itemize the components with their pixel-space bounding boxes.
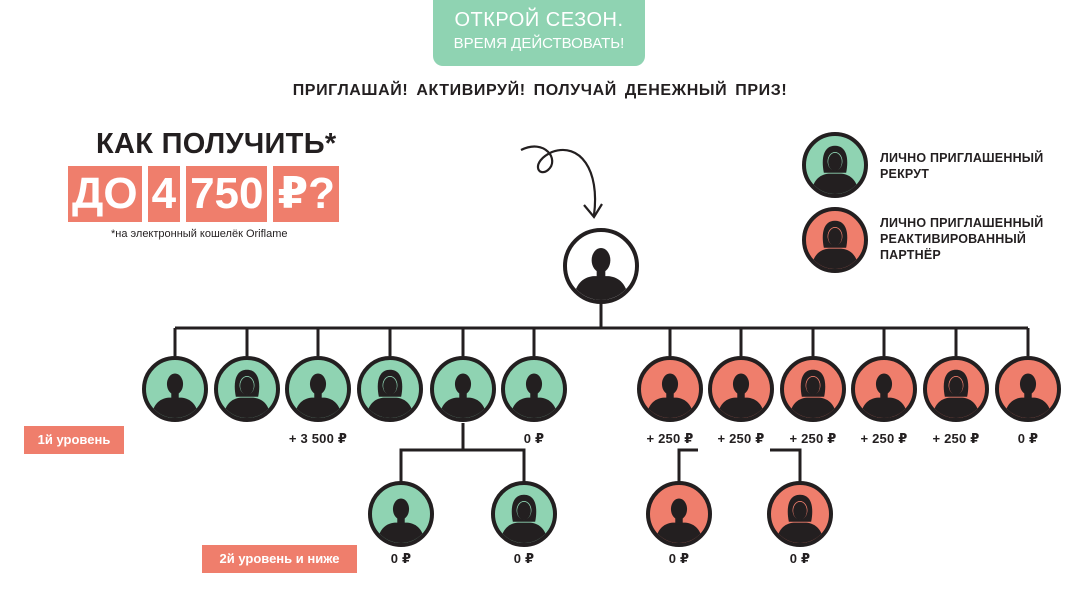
legend-green-avatar [802,132,868,198]
level1-reward-value: + 250 ₽ [789,431,837,446]
legend-line: ПАРТНЁР [880,248,941,262]
level1-reward-value: + 250 ₽ [717,431,765,446]
legend-coral-text: ЛИЧНО ПРИГЛАШЕННЫЙ РЕАКТИВИРОВАННЫЙ ПАРТ… [880,215,1043,263]
level2-reward-value: 0 ₽ [668,551,690,566]
level1-member-avatar [430,356,496,422]
arrow-head [583,203,603,219]
male-silhouette-icon [572,247,630,300]
level1-member-avatar [708,356,774,422]
season-badge: ОТКРОЙ СЕЗОН. ВРЕМЯ ДЕЙСТВОВАТЬ! [433,0,645,66]
level1-member-avatar [637,356,703,422]
amount-part: 4 [147,166,181,222]
level2-member-avatar [767,481,833,547]
footnote: *на электронный кошелёк Oriflame [111,228,288,240]
level-1-label: 1й уровень [24,426,124,454]
level1-member-avatar [285,356,351,422]
female-silhouette-icon [810,145,860,194]
root-avatar [563,228,639,304]
legend-line: РЕКРУТ [880,167,930,181]
level-2-label: 2й уровень и ниже [202,545,357,573]
prize-amount: ДО 4 750 ₽? [68,166,339,222]
level1-reward-value: 0 ₽ [523,431,545,446]
level1-reward-value: 0 ₽ [1017,431,1039,446]
level2-reward-value: 0 ₽ [789,551,811,566]
tagline: ПРИГЛАШАЙ! АКТИВИРУЙ! ПОЛУЧАЙ ДЕНЕЖНЫЙ П… [292,82,788,99]
level1-member-avatar [851,356,917,422]
level2-member-avatar [646,481,712,547]
connector-line [399,448,526,485]
amount-part: ДО [68,166,142,222]
connector-line [770,448,802,485]
legend-line: РЕАКТИВИРОВАННЫЙ [880,232,1027,246]
level2-member-avatar [368,481,434,547]
level2-reward-value: 0 ₽ [513,551,535,566]
level2-member-avatar [491,481,557,547]
level1-member-avatar [995,356,1061,422]
level1-member-avatar [142,356,208,422]
connector-line [677,448,698,485]
badge-title: ОТКРОЙ СЕЗОН. [454,9,624,31]
level1-reward-value: + 250 ₽ [646,431,694,446]
level1-member-avatar [780,356,846,422]
amount-part: ₽? [273,166,339,222]
pointer-arrow [520,145,597,216]
level1-reward-value: + 250 ₽ [860,431,908,446]
legend-coral-avatar [802,207,868,273]
legend-green-text: ЛИЧНО ПРИГЛАШЕННЫЙ РЕКРУТ [880,150,1043,182]
how-to-get-title: КАК ПОЛУЧИТЬ* [96,128,337,160]
legend-line: ЛИЧНО ПРИГЛАШЕННЫЙ [880,151,1044,165]
level1-member-avatar [357,356,423,422]
level1-member-avatar [214,356,280,422]
amount-part: 750 [186,166,268,222]
legend-line: ЛИЧНО ПРИГЛАШЕННЫЙ [880,216,1044,230]
level1-reward-value: + 250 ₽ [932,431,980,446]
badge-subtitle: ВРЕМЯ ДЕЙСТВОВАТЬ! [453,35,625,52]
level1-member-avatar [501,356,567,422]
level2-reward-value: 0 ₽ [390,551,412,566]
level1-reward-value: + 3 500 ₽ [288,431,348,446]
level1-member-avatar [923,356,989,422]
